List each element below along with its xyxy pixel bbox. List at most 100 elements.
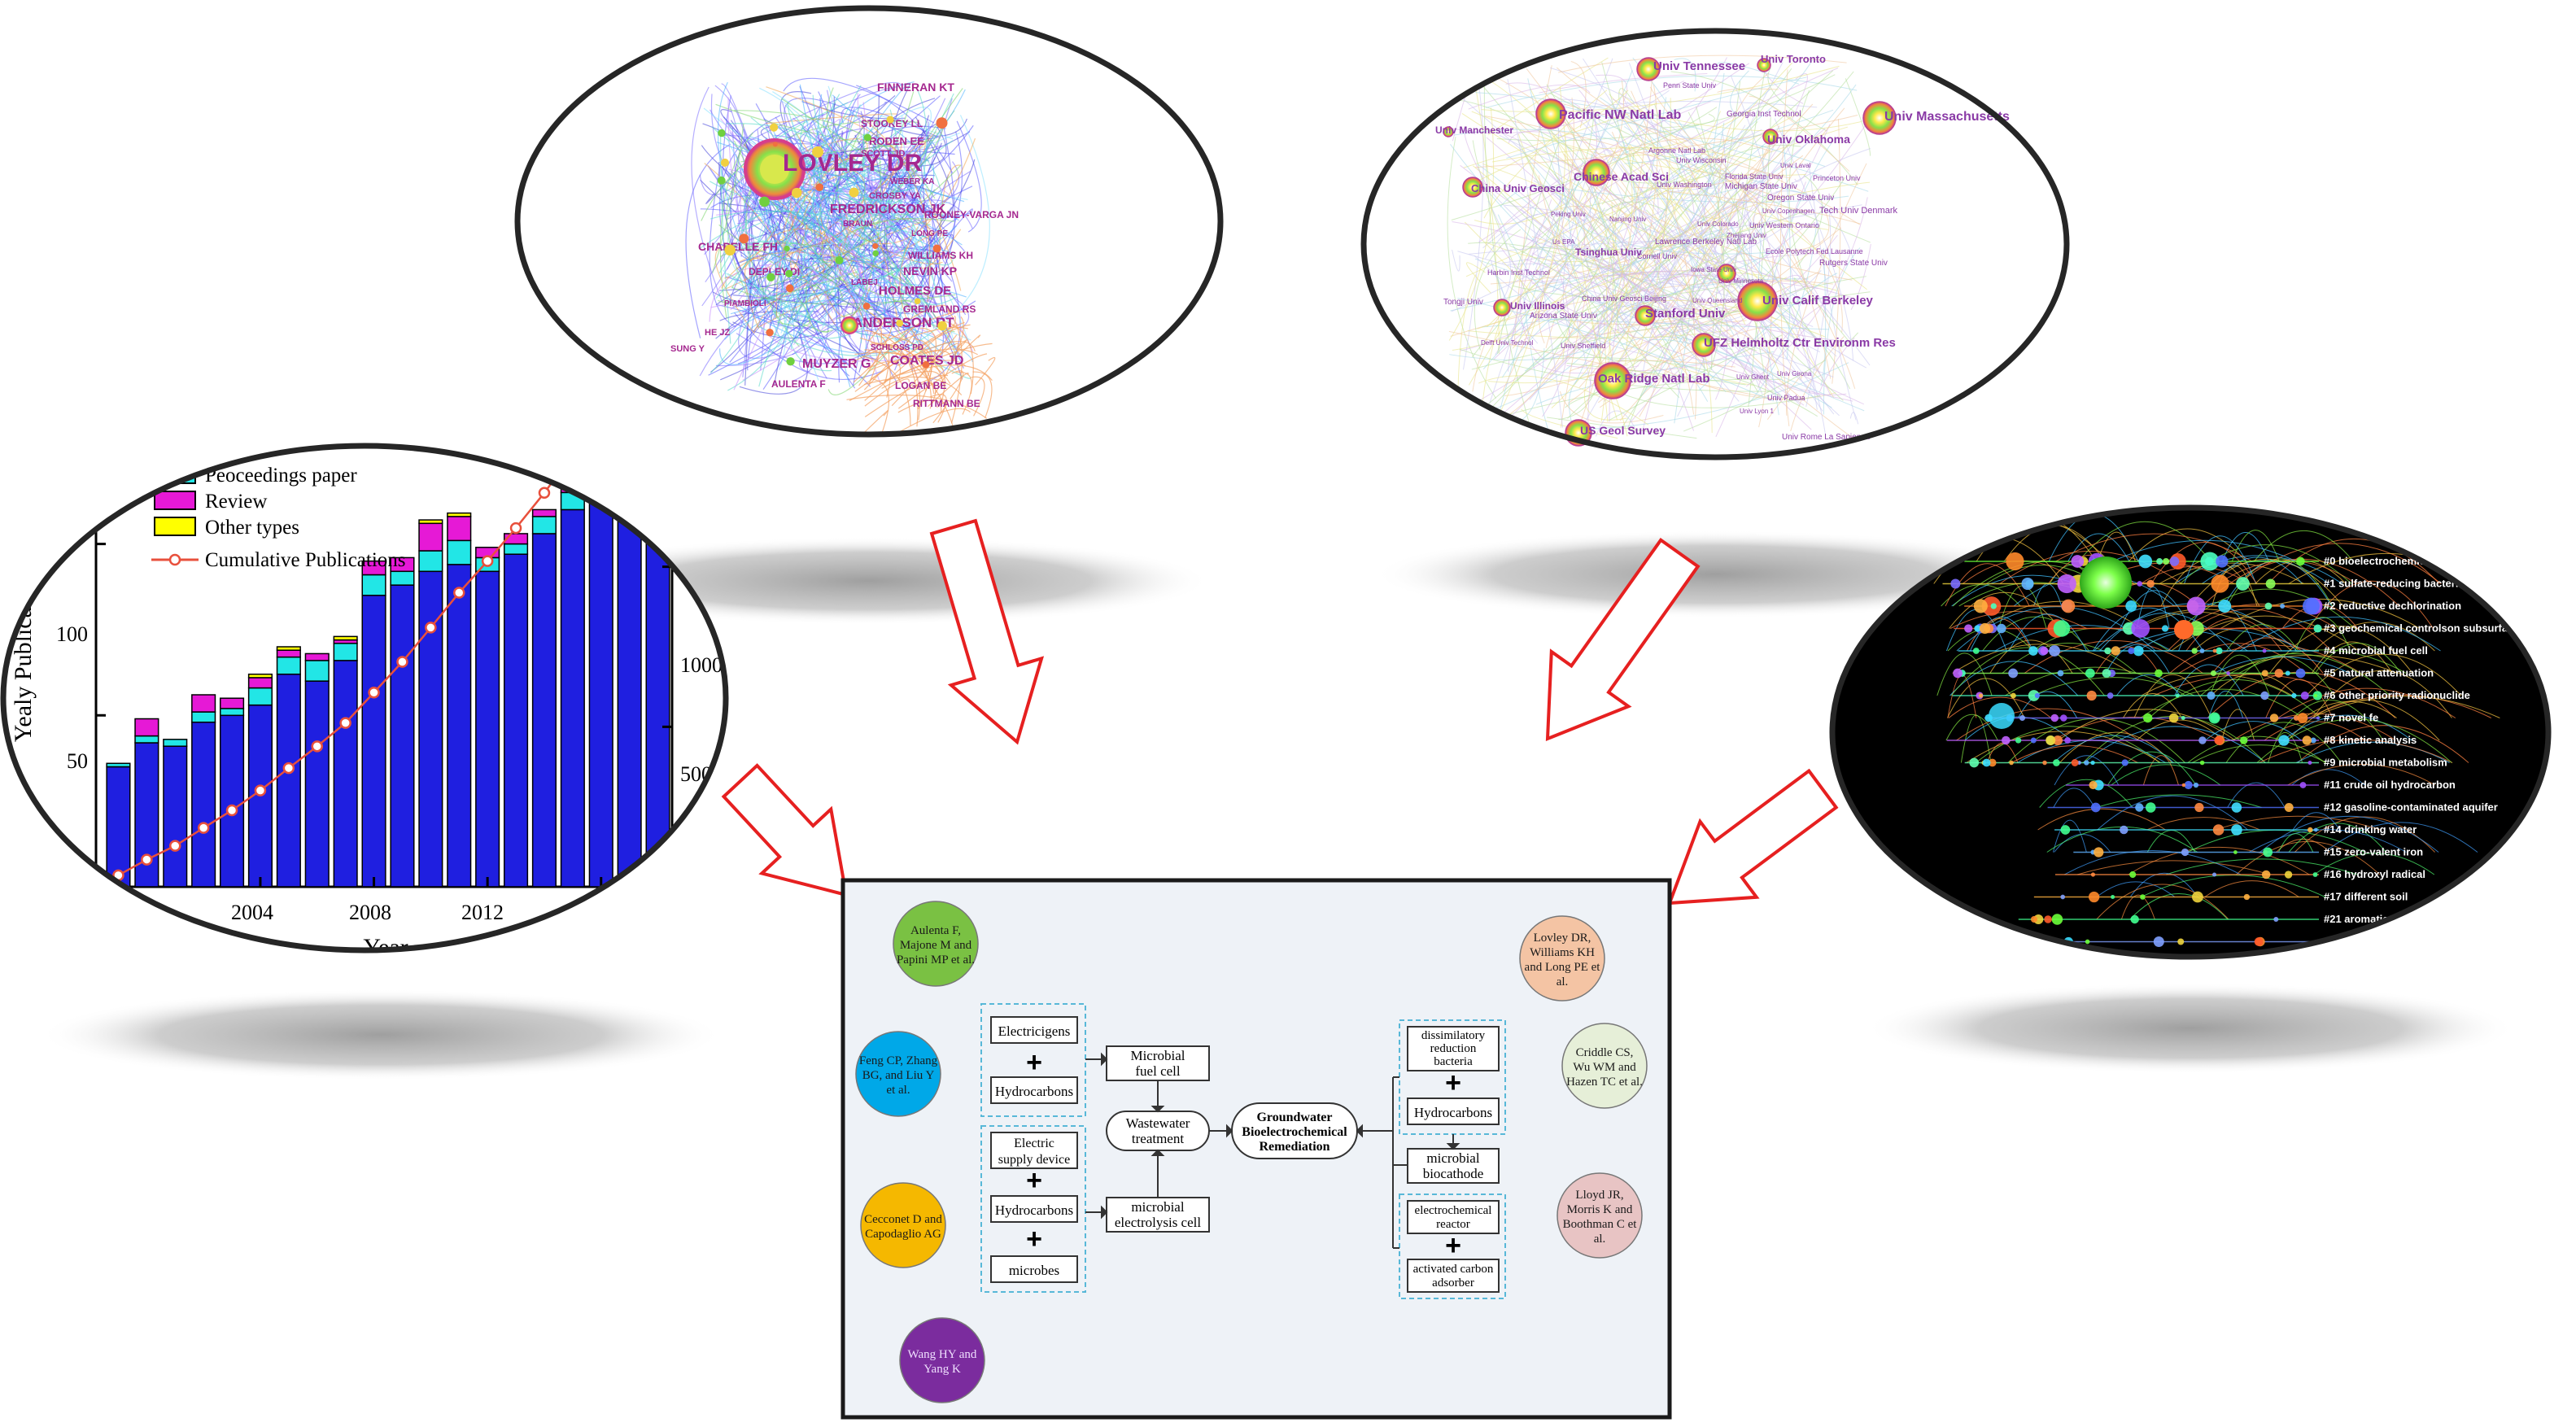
network-node xyxy=(759,196,770,207)
network-node xyxy=(772,142,778,147)
network-edge xyxy=(875,164,935,312)
timeline-arc xyxy=(1994,625,2172,652)
network-label: Florida State Univ xyxy=(1725,172,1784,181)
network-edge xyxy=(1609,387,1821,408)
network-edge xyxy=(1508,199,1552,372)
timeline-arc xyxy=(2184,535,2257,584)
network-edge xyxy=(1535,351,1775,405)
network-label: LABEJ xyxy=(851,278,878,287)
bar-peoceedings-paper xyxy=(219,708,245,717)
network-edge xyxy=(1596,225,1805,377)
network-edge xyxy=(1477,89,1629,182)
cumulative-point xyxy=(596,409,606,419)
network-node xyxy=(739,233,749,244)
timeline-node xyxy=(2296,556,2305,566)
network-edge xyxy=(1568,103,1814,336)
author-left-label: Papini MP et al. xyxy=(897,954,975,967)
plus-sign: + xyxy=(1026,1165,1042,1196)
network-edge xyxy=(783,77,935,124)
network-edge xyxy=(1566,89,1597,248)
timeline-arc xyxy=(2122,693,2183,718)
timeline-arc xyxy=(1949,661,2079,696)
author-left-label: Cecconet D and xyxy=(864,1213,942,1226)
network-edge xyxy=(851,326,968,363)
network-edge xyxy=(720,109,766,159)
timeline-node xyxy=(2312,872,2318,877)
timeline-arc xyxy=(2024,639,2203,674)
network-edge xyxy=(1452,249,1460,272)
timeline-arc xyxy=(2303,700,2397,718)
network-edge xyxy=(740,227,785,262)
network-edge xyxy=(1788,89,1810,290)
network-edge xyxy=(1786,163,1867,416)
bar-article xyxy=(163,745,188,888)
network-edge xyxy=(1849,412,1859,425)
network-node xyxy=(937,321,947,331)
timeline-node xyxy=(2192,891,2203,903)
network-edge xyxy=(870,343,930,388)
timeline-node xyxy=(2089,780,2098,790)
timeline-arc xyxy=(2311,641,2393,674)
cluster-timeline-panel: #0 bioelectrochemical#1 sulfate-reducing… xyxy=(1829,504,2552,960)
network-node xyxy=(1636,57,1661,81)
timeline-arc xyxy=(2307,694,2492,718)
timeline-node xyxy=(2060,825,2071,835)
network-edge xyxy=(801,155,872,226)
network-edge xyxy=(1466,262,1491,294)
network-edge xyxy=(1628,145,1633,217)
network-label: Georgia Inst Technol xyxy=(1727,110,1801,119)
network-edge xyxy=(921,237,958,306)
network-label: Univ Copenhagen xyxy=(1762,207,1814,215)
author-left-label: Wang HY and xyxy=(908,1348,977,1361)
timeline-node xyxy=(2090,760,2095,766)
cluster-labels: #0 bioelectrochemical#1 sulfate-reducing… xyxy=(2324,555,2520,948)
network-edge xyxy=(864,376,963,396)
timeline-node xyxy=(2193,782,2199,788)
timeline-arc xyxy=(2084,726,2266,763)
network-edge xyxy=(879,115,954,140)
timeline-node xyxy=(2156,558,2163,565)
network-edge xyxy=(758,321,944,357)
timeline-arc xyxy=(2054,755,2120,786)
network-label: Univ Laval xyxy=(1780,162,1811,169)
bar-peoceedings-paper xyxy=(617,478,642,494)
y-axis-label: Yealy Publications xyxy=(10,560,37,742)
box-label: Electric xyxy=(1014,1137,1054,1150)
network-edge xyxy=(766,291,779,319)
center-title: Bioelectrochemical xyxy=(1242,1125,1347,1139)
timeline-arc xyxy=(2204,721,2302,741)
network-edge xyxy=(924,189,962,291)
timeline-node xyxy=(2218,600,2232,613)
legend-label: Other types xyxy=(205,517,299,539)
cluster-timeline-art xyxy=(1933,513,2500,948)
network-edge xyxy=(1677,184,1749,417)
timeline-node xyxy=(2284,871,2293,879)
timeline-node xyxy=(2175,693,2180,698)
network-edge xyxy=(837,263,878,360)
network-edge xyxy=(781,98,879,161)
timeline-arc xyxy=(2142,755,2179,786)
network-edge xyxy=(949,334,981,365)
network-label: CHAPELLE FH xyxy=(698,240,778,253)
network-edge xyxy=(759,275,844,299)
network-edge xyxy=(1495,129,1762,356)
timeline-node xyxy=(2153,936,2164,948)
timeline-node xyxy=(2207,691,2216,700)
author-left-circle xyxy=(860,1182,946,1268)
network-edge xyxy=(934,316,964,395)
bar-chart-panel: 2004 2008 2012 2016 Year 50 100 500 1000… xyxy=(0,409,729,954)
cumulative-point xyxy=(197,822,210,834)
network-node xyxy=(1594,362,1631,399)
network-edge xyxy=(782,164,878,251)
bar-peoceedings-paper xyxy=(646,424,670,441)
bar-review xyxy=(588,451,613,490)
timeline-node xyxy=(1978,693,1984,698)
cluster-label: #6 other priority radionuclide xyxy=(2324,689,2470,701)
timeline-node xyxy=(2040,647,2049,655)
timeline-arc xyxy=(2052,716,2219,741)
network-node xyxy=(863,133,871,142)
timeline-arc xyxy=(1986,742,2019,763)
network-edge xyxy=(894,408,971,434)
network-edge xyxy=(1487,57,1609,136)
network-label: Arizona State Univ xyxy=(1530,312,1597,321)
